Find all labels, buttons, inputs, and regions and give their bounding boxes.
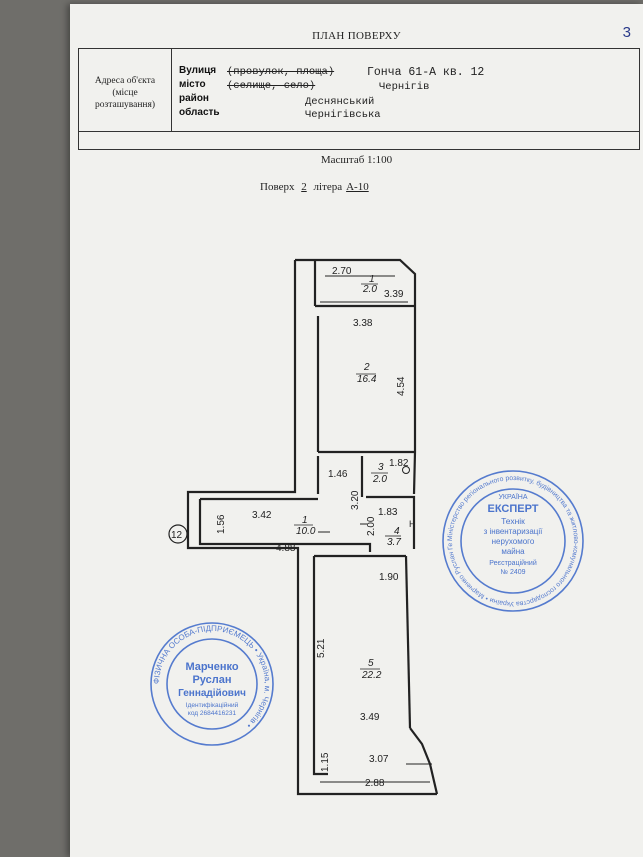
dim-7: 3.20 bbox=[350, 490, 361, 510]
fixture-h-icon: Н bbox=[409, 519, 416, 529]
plan-inner-lines bbox=[318, 275, 432, 783]
stamp-left-line-2: Руслан bbox=[192, 674, 231, 686]
room-4-area: 3.7 bbox=[387, 537, 401, 548]
plan-walls bbox=[186, 258, 439, 796]
room-3-number: 3 bbox=[378, 462, 384, 473]
address-table: Адреса об'єкта (місце розташування) Вули… bbox=[78, 48, 640, 150]
room-5-area: 22.2 bbox=[361, 670, 382, 681]
district-value: Деснянський bbox=[305, 96, 375, 108]
stamp-right-line-4: з інвентаризації bbox=[484, 527, 544, 536]
dim-14: 5.21 bbox=[316, 638, 327, 658]
stamp-left-small-1: Ідентифікаційний bbox=[186, 701, 239, 709]
room-hall-number: 1 bbox=[302, 515, 308, 526]
room-2-number: 2 bbox=[363, 362, 370, 373]
room-2-area: 16.4 bbox=[357, 374, 377, 385]
dim-18: 2.88 bbox=[365, 778, 385, 789]
dim-5: 1.46 bbox=[328, 469, 348, 480]
room-1-number: 1 bbox=[369, 274, 375, 285]
stamp-right-line-6: майна bbox=[501, 547, 525, 556]
dim-12: 2.00 bbox=[366, 516, 377, 536]
document-page: 3 ПЛАН ПОВЕРХУ Адреса об'єкта (місце роз… bbox=[70, 4, 643, 857]
street-value: Гонча 61-А кв. 12 bbox=[367, 66, 485, 79]
scale-label: Масштаб 1:100 bbox=[320, 154, 393, 166]
dim-4: 4.54 bbox=[396, 376, 407, 396]
city-label: місто bbox=[179, 79, 206, 90]
dim-15: 3.49 bbox=[360, 712, 380, 723]
dim-16: 3.07 bbox=[369, 754, 389, 765]
floor-plan: 1 2.0 2 16.4 3 2.0 1 10.0 4 3.7 5 22.2 2… bbox=[168, 258, 439, 796]
room-hall-area: 10.0 bbox=[296, 526, 316, 537]
dim-9: 1.56 bbox=[216, 514, 227, 534]
street-label-struck: (провулок, площа) bbox=[227, 66, 335, 78]
dim-10: 4.88 bbox=[276, 543, 296, 554]
dim-2: 3.39 bbox=[384, 289, 404, 300]
city-label-struck: (селище, село) bbox=[227, 80, 316, 92]
dim-3: 3.38 bbox=[353, 318, 373, 329]
stamp-right-line-1: УКРАЇНА bbox=[498, 493, 527, 501]
stamp-right-line-2: ЕКСПЕРТ bbox=[487, 503, 538, 515]
room-4-number: 4 bbox=[394, 526, 400, 537]
stamp-left-small-2: код 2684416231 bbox=[188, 710, 237, 717]
dim-6: 1.82 bbox=[389, 458, 409, 469]
stamp-left-line-3: Геннадійович bbox=[178, 688, 246, 699]
document-title: ПЛАН ПОВЕРХУ bbox=[312, 30, 401, 42]
stamp-right-line-8: № 2409 bbox=[500, 569, 525, 576]
room-1-area: 2.0 bbox=[362, 284, 377, 295]
room-5-number: 5 bbox=[368, 658, 374, 669]
dim-8: 3.42 bbox=[252, 510, 272, 521]
axis-marker-circle bbox=[168, 524, 188, 544]
region-label: область bbox=[179, 107, 220, 118]
stamp-right-line-3: Технік bbox=[501, 516, 525, 526]
stamp-right-line-7: Реєстраційний bbox=[489, 559, 537, 567]
city-value: Чернігів bbox=[379, 81, 430, 93]
street-label: Вулиця bbox=[179, 65, 217, 76]
dim-17: 1.15 bbox=[320, 752, 331, 772]
dim-1: 2.70 bbox=[332, 266, 352, 277]
dim-11: 1.83 bbox=[378, 507, 398, 518]
room-labels: 1 2.0 2 16.4 3 2.0 1 10.0 4 3.7 5 22.2 bbox=[296, 274, 401, 681]
page-number: 3 bbox=[622, 24, 631, 41]
stamp-right: Міністерство регіонального розвитку, буд… bbox=[438, 466, 584, 612]
room-3-area: 2.0 bbox=[372, 474, 387, 485]
axis-marker: 12 bbox=[171, 530, 183, 541]
stamp-left-line-1: Марченко bbox=[185, 661, 238, 673]
dim-13: 1.90 bbox=[379, 572, 399, 583]
dimension-labels: 2.70 3.39 3.38 4.54 1.46 1.82 3.20 3.42 … bbox=[216, 266, 409, 789]
region-value: Чернігівська bbox=[305, 109, 381, 121]
district-label: район bbox=[179, 93, 209, 104]
stamp-left: ФІЗИЧНА ОСОБА-ПІДПРИЄМЕЦЬ • Україна, м. … bbox=[150, 622, 274, 746]
address-label: Адреса об'єкта (місце розташування) bbox=[94, 76, 156, 110]
stamp-right-line-5: нерухомого bbox=[492, 537, 535, 546]
